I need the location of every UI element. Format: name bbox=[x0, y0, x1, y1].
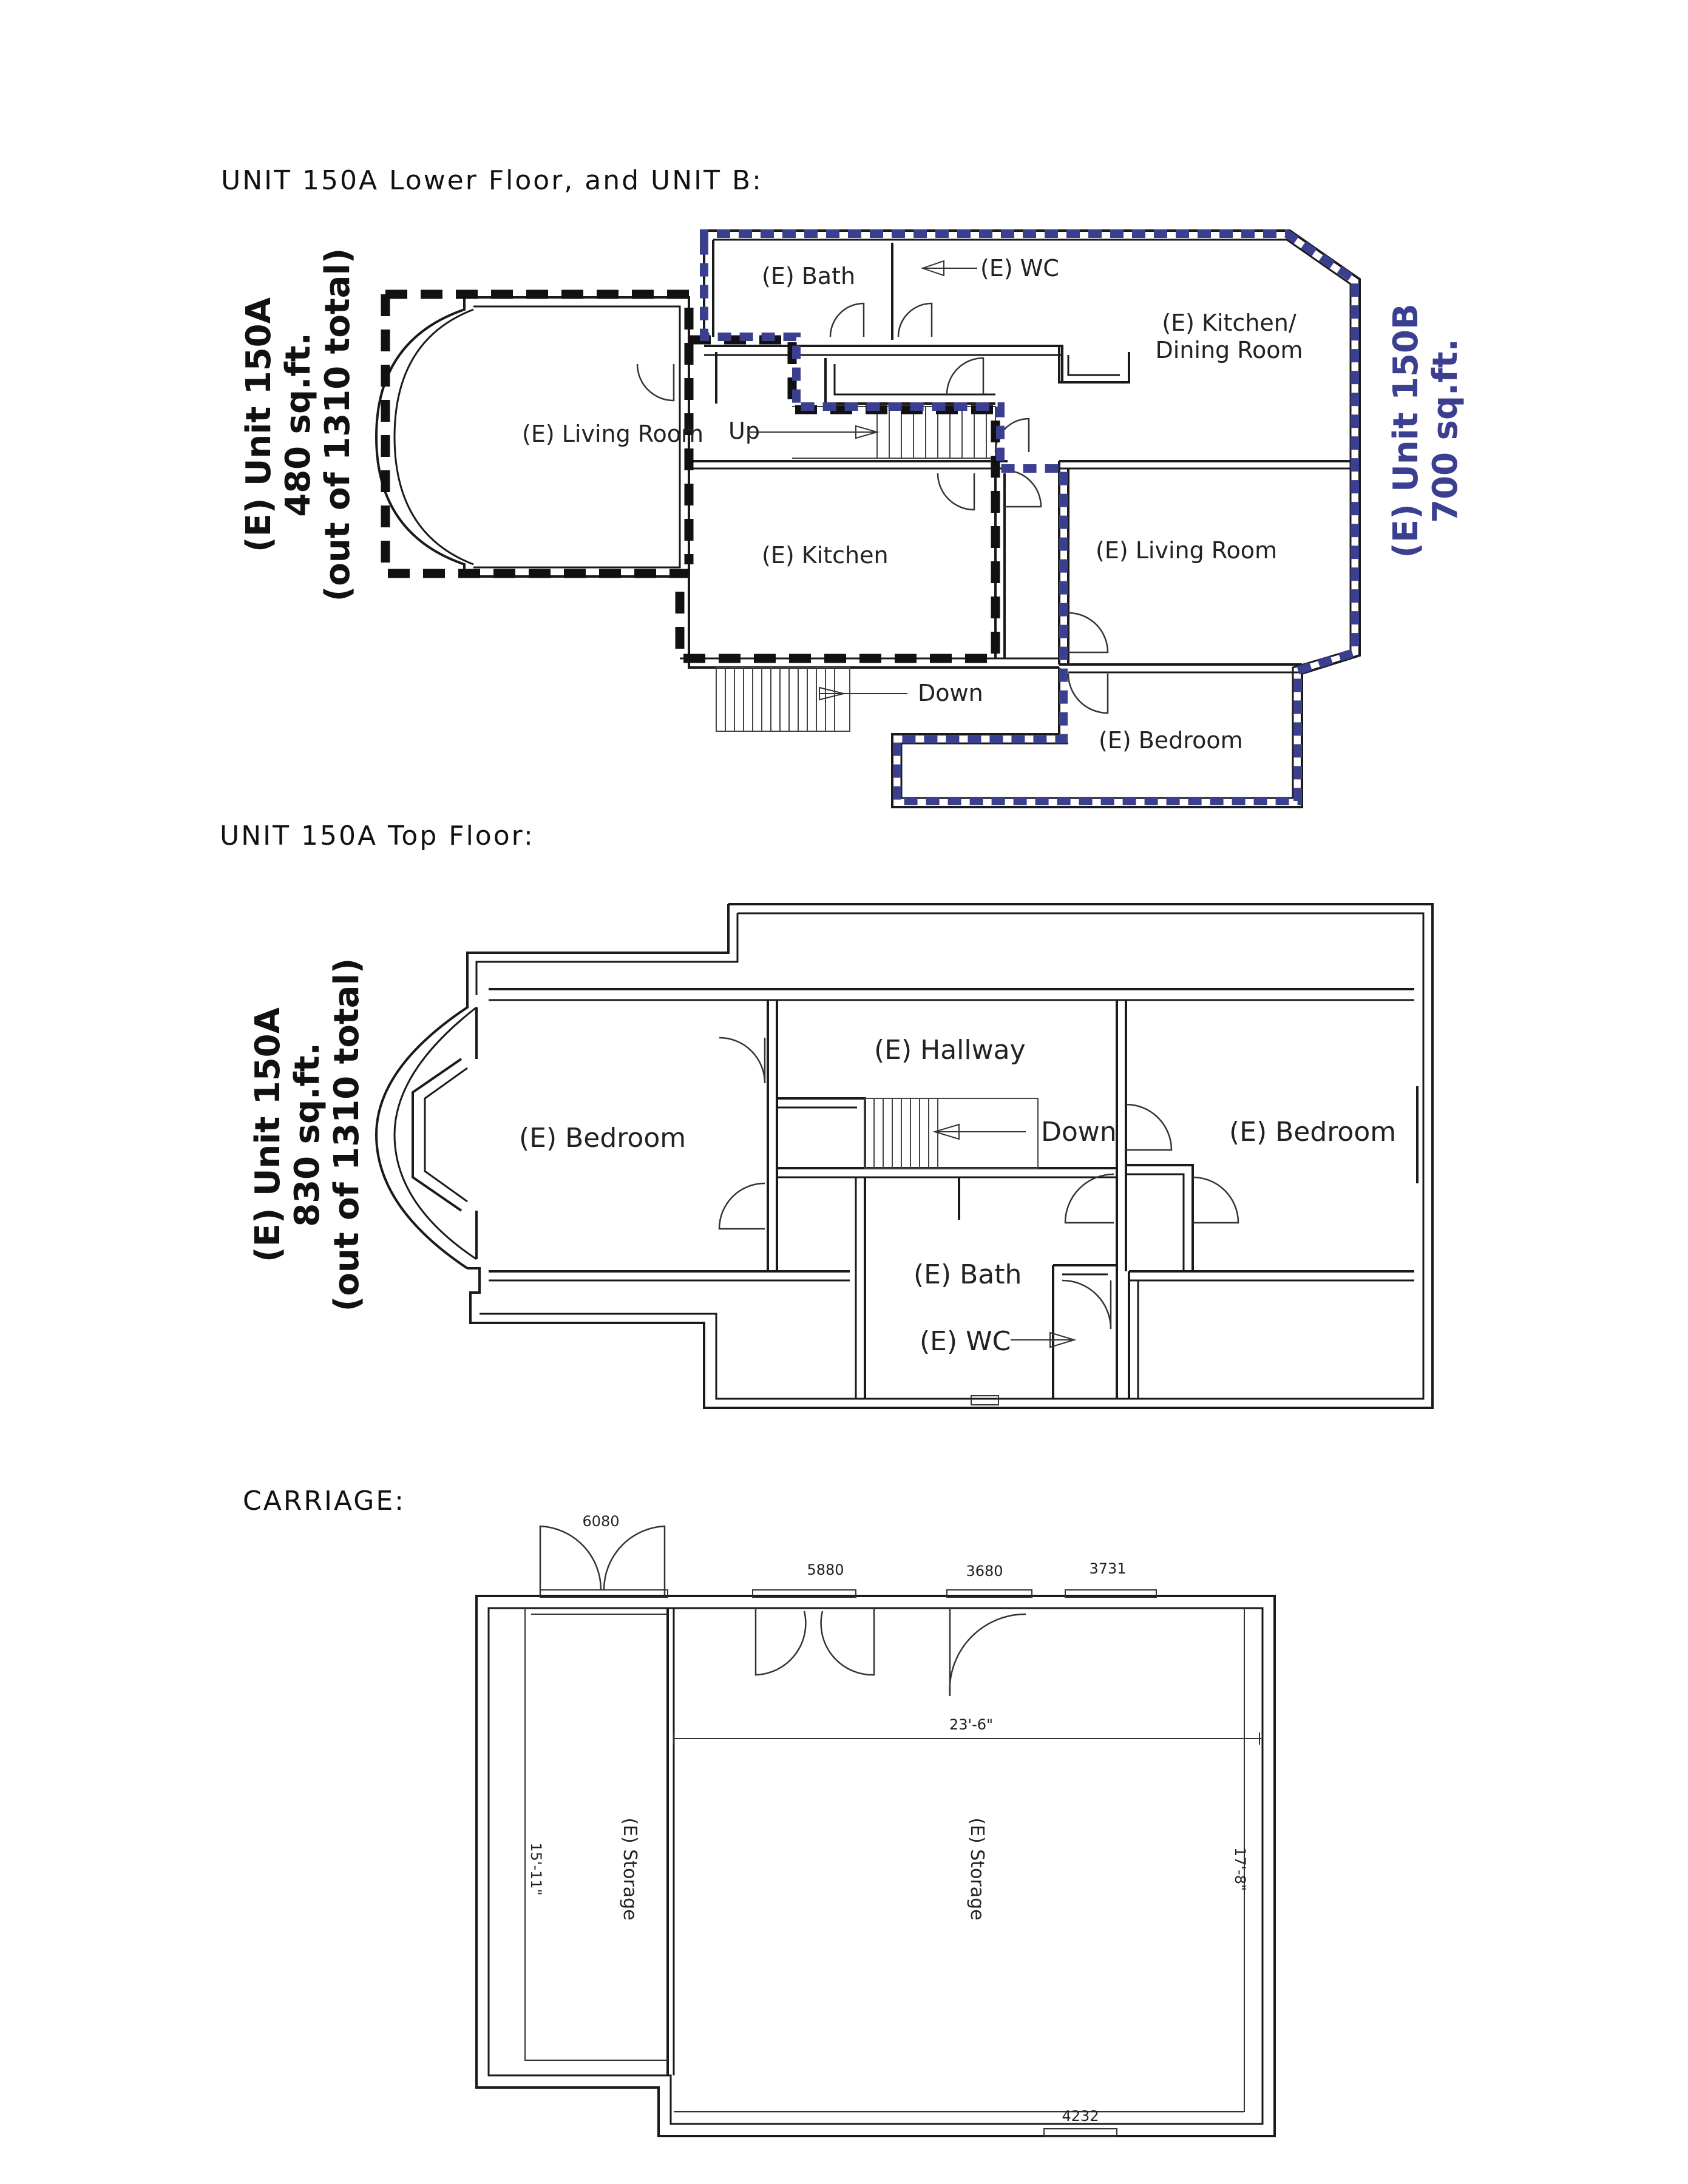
carriage-right-depth-dimension: 17'-8" bbox=[1232, 1847, 1249, 1891]
top-bath-label: (E) Bath bbox=[913, 1259, 1022, 1290]
lower-doors bbox=[636, 302, 1109, 714]
unit-b-outline bbox=[700, 229, 1359, 805]
unit-a-lower-outline bbox=[381, 289, 694, 578]
carriage-door-tag-4232: 4232 bbox=[1062, 2108, 1099, 2125]
top-floor-plan: (E) Hallway (E) Bedroom Down (E) Bedroom… bbox=[248, 903, 1434, 1409]
carriage-walls bbox=[475, 1595, 1276, 2137]
unit-b-label-line2: 700 sq.ft. bbox=[1426, 339, 1465, 523]
lower-bath-label: (E) Bath bbox=[762, 263, 855, 289]
carriage-dimension-line bbox=[673, 1733, 1263, 1745]
lower-living-room-a-label: (E) Living Room bbox=[522, 421, 703, 447]
lower-down-stair bbox=[716, 667, 907, 732]
header-top-floor: UNIT 150A Top Floor: bbox=[220, 820, 535, 851]
lower-kitchen-label: (E) Kitchen bbox=[762, 542, 889, 569]
unit-a-top-label-line1: (E) Unit 150A bbox=[248, 1007, 288, 1262]
lower-up-stair bbox=[750, 406, 996, 459]
lower-kitchen-dining-label-1: (E) Kitchen/ bbox=[1162, 309, 1297, 336]
carriage-storage-left-label: (E) Storage bbox=[619, 1817, 640, 1920]
unit-a-lower-label-line2: 480 sq.ft. bbox=[279, 333, 318, 517]
carriage-doors bbox=[539, 1525, 1026, 1697]
carriage-door-tag-3680: 3680 bbox=[966, 1563, 1003, 1580]
lower-living-room-b-label: (E) Living Room bbox=[1096, 537, 1277, 564]
lower-floor-plan: (E) Bath (E) WC (E) Kitchen/ Dining Room… bbox=[239, 229, 1465, 808]
lower-kitchen-dining-label-2: Dining Room bbox=[1156, 337, 1303, 363]
unit-b-label: (E) Unit 150B 700 sq.ft. bbox=[1386, 303, 1465, 558]
unit-a-top-label-line2: 830 sq.ft. bbox=[288, 1043, 327, 1227]
unit-b-label-line1: (E) Unit 150B bbox=[1386, 303, 1426, 558]
top-bedroom-right-label: (E) Bedroom bbox=[1229, 1117, 1396, 1148]
lower-wc-arrow-head bbox=[920, 260, 944, 277]
unit-a-lower-label: (E) Unit 150A 480 sq.ft. (out of 1310 to… bbox=[239, 248, 358, 601]
top-hallway-label: (E) Hallway bbox=[874, 1035, 1026, 1066]
top-down-label: Down bbox=[1041, 1117, 1117, 1148]
unit-a-lower-label-line1: (E) Unit 150A bbox=[239, 297, 279, 552]
lower-wc-label: (E) WC bbox=[980, 255, 1059, 282]
top-floor-doors bbox=[718, 1036, 1239, 1330]
top-bedroom-left-label: (E) Bedroom bbox=[519, 1123, 686, 1154]
carriage-door-tag-3731: 3731 bbox=[1089, 1560, 1126, 1577]
unit-a-lower-label-line3: (out of 1310 total) bbox=[318, 248, 358, 601]
carriage-left-depth-dimension: 15'-11" bbox=[527, 1842, 544, 1895]
top-wc-arrow-head bbox=[1049, 1331, 1077, 1348]
lower-up-label: Up bbox=[728, 418, 760, 444]
carriage-door-tag-6080: 6080 bbox=[582, 1513, 619, 1530]
header-carriage: CARRIAGE: bbox=[243, 1486, 405, 1516]
carriage-door-tag-5880: 5880 bbox=[807, 1561, 844, 1578]
lower-central-walls bbox=[680, 231, 1130, 669]
lower-down-label: Down bbox=[918, 680, 983, 706]
top-wc-label: (E) WC bbox=[920, 1326, 1011, 1357]
carriage-width-dimension: 23'-6" bbox=[949, 1716, 993, 1733]
header-lower-floor: UNIT 150A Lower Floor, and UNIT B: bbox=[221, 165, 763, 196]
carriage-plan: 6080 5880 3680 3731 4232 23'-6" 15'-11" … bbox=[475, 1513, 1276, 2137]
top-floor-bay-window bbox=[375, 995, 478, 1269]
lower-bedroom-label: (E) Bedroom bbox=[1099, 727, 1243, 754]
unit-a-top-label: (E) Unit 150A 830 sq.ft. (out of 1310 to… bbox=[248, 958, 367, 1311]
top-floor-walls bbox=[466, 903, 1434, 1409]
unit-a-top-label-line3: (out of 1310 total) bbox=[327, 958, 367, 1311]
carriage-storage-main-label: (E) Storage bbox=[966, 1817, 988, 1920]
top-floor-stair bbox=[864, 1098, 1039, 1169]
